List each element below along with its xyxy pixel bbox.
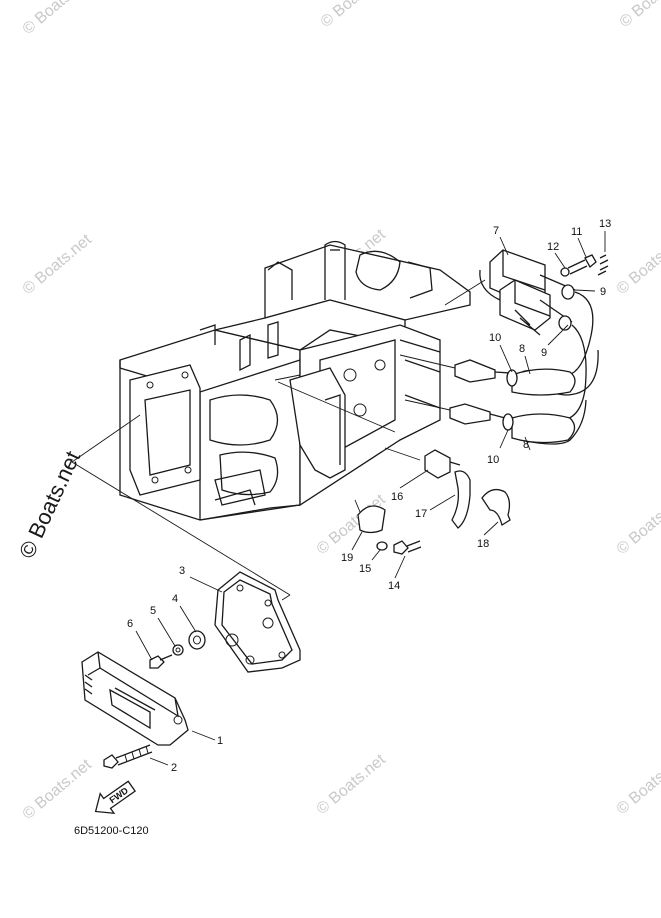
bracket-gasket — [214, 571, 301, 673]
callout-5: 5 — [150, 605, 156, 617]
watermark-top-right: © Boats.net — [617, 0, 661, 31]
callout-8-lower: 8 — [523, 439, 529, 451]
watermark-middle-right: © Boats.net — [614, 491, 661, 558]
callout-10-upper: 10 — [489, 332, 501, 344]
leader-outlines — [71, 279, 486, 601]
watermark-lower-right: © Boats.net — [614, 751, 661, 818]
callout-8-upper: 8 — [519, 343, 525, 355]
callout-14: 14 — [388, 580, 400, 592]
callout-7: 7 — [493, 225, 499, 237]
callout-10-lower: 10 — [487, 454, 499, 466]
watermark-lower-center: © Boats.net — [314, 751, 390, 818]
callout-6: 6 — [127, 618, 133, 630]
callout-19: 19 — [341, 552, 353, 564]
watermark-lower-left: © Boats.net — [20, 756, 96, 823]
callout-3: 3 — [179, 565, 185, 577]
diagram-code: 6D51200-C120 — [74, 825, 149, 837]
watermark-upper-left: © Boats.net — [20, 231, 96, 298]
ignition-cover — [81, 651, 189, 746]
ignition-coil-assembly — [479, 249, 609, 445]
watermark-upper-right: © Boats.net — [614, 231, 661, 298]
callout-leaders — [135, 231, 606, 766]
watermark-left-bold: © Boats.net — [14, 447, 85, 562]
callout-16: 16 — [391, 491, 403, 503]
callout-2: 2 — [171, 762, 177, 774]
callout-labels: 1 2 3 4 5 6 7 8 8 9 9 10 10 11 12 13 14 … — [127, 218, 611, 774]
watermark-top-left: © Boats.net — [20, 0, 96, 38]
callout-11: 11 — [571, 226, 582, 238]
callout-17: 17 — [415, 508, 427, 520]
callout-4: 4 — [172, 593, 178, 605]
callout-12: 12 — [547, 241, 559, 253]
callout-13: 13 — [599, 218, 611, 230]
callout-9-upper: 9 — [600, 286, 606, 298]
callout-1: 1 — [217, 735, 223, 747]
callout-18: 18 — [477, 538, 489, 550]
bolt-2 — [103, 744, 153, 769]
spark-plugs — [449, 359, 518, 431]
callout-9-lower: 9 — [541, 347, 547, 359]
callout-15: 15 — [359, 563, 371, 575]
sensor-and-hoses — [357, 449, 511, 555]
fwd-arrow: FWD — [94, 780, 137, 815]
watermark-top-center: © Boats.net — [318, 0, 394, 31]
grommet-washer-bolt — [149, 630, 206, 669]
engine-block — [119, 240, 471, 521]
